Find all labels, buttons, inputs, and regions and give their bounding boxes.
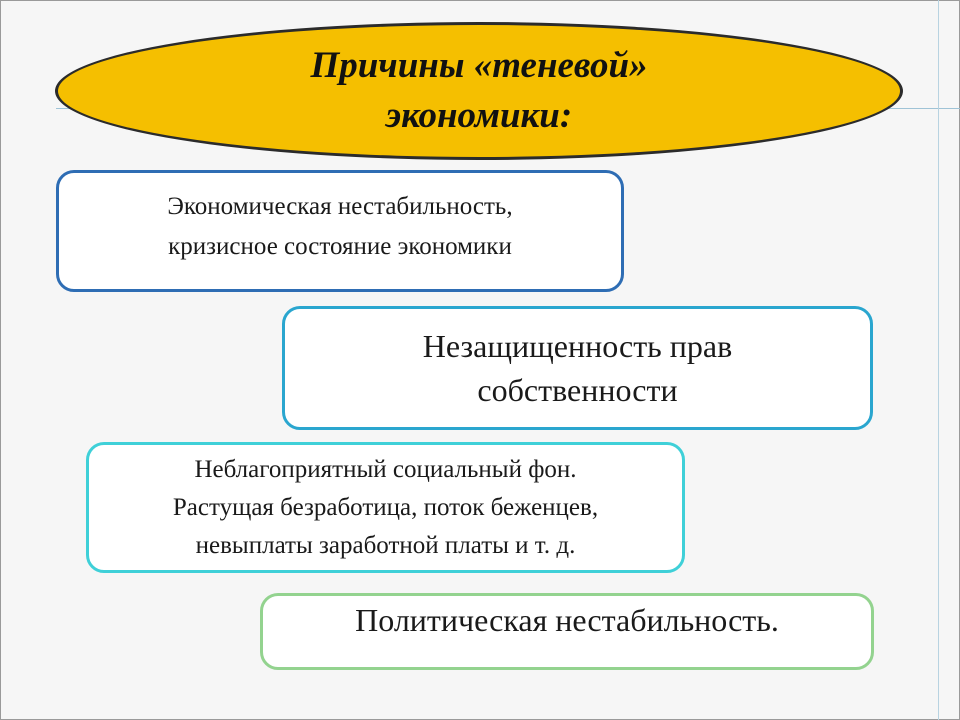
cause-text-line: собственности (477, 372, 678, 408)
cause-text-line: Политическая нестабильность. (355, 602, 779, 638)
cause-box-political-instability: Политическая нестабильность. (260, 593, 874, 670)
title-oval: Причины «теневой» экономики: (55, 22, 903, 160)
cause-text-line: Экономическая нестабильность, (167, 193, 513, 220)
cause-text-line: Неблагоприятный социальный фон. (194, 455, 577, 483)
cause-box-property-rights: Незащищенность прав собственности (282, 306, 873, 430)
cause-text-line: кризисное состояние экономики (168, 233, 512, 260)
decorative-vertical-line (938, 0, 939, 720)
cause-text-line: невыплаты заработной платы и т. д. (195, 531, 576, 559)
cause-text-line: Незащищенность прав (422, 328, 733, 364)
cause-box-economic-instability: Экономическая нестабильность, кризисное … (56, 170, 624, 292)
cause-text-line: Растущая безработица, поток беженцев, (172, 493, 599, 521)
title-line-1: Причины «теневой» (310, 45, 648, 86)
title-line-2: экономики: (385, 95, 573, 136)
cause-box-social-background: Неблагоприятный социальный фон. Растущая… (86, 442, 685, 573)
